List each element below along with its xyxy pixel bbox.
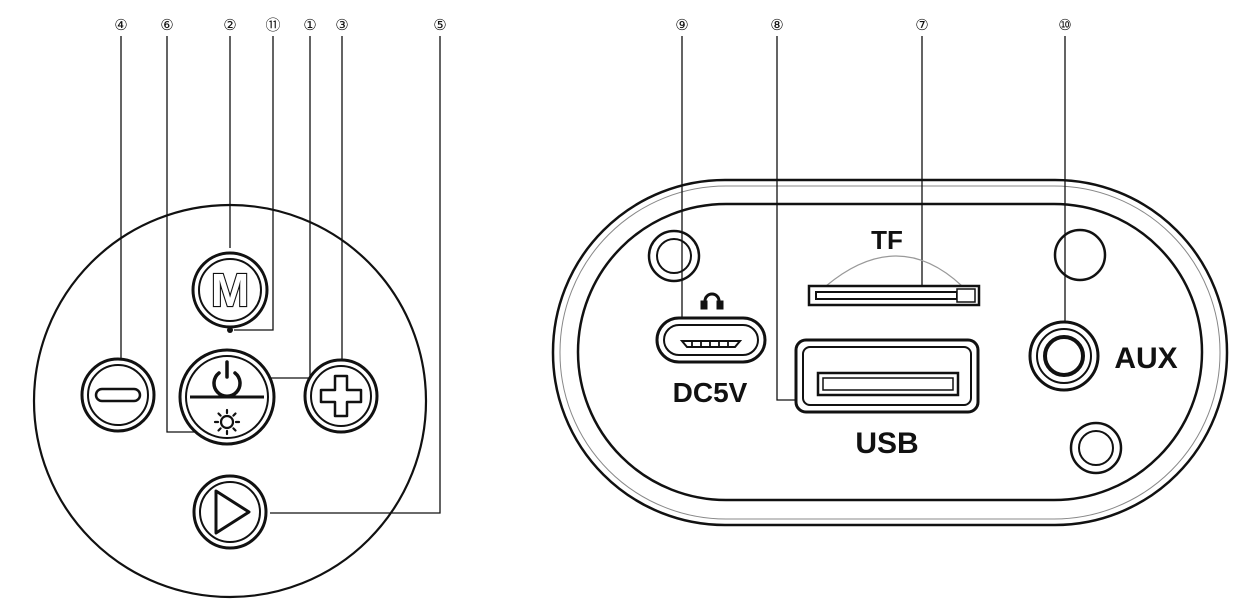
tf-card-slot[interactable] <box>807 255 981 307</box>
power-light-button[interactable] <box>178 348 276 446</box>
headphone-icon <box>700 292 724 310</box>
port-panel: ⑨ ⑧ ⑦ ⑩ TF <box>551 16 1229 527</box>
tf-label: TF <box>871 225 903 255</box>
plus-icon <box>319 374 363 418</box>
dc5v-label: DC5V <box>673 377 748 408</box>
volume-up-button[interactable] <box>303 358 379 434</box>
tf-card-arc <box>825 255 963 287</box>
panel-inner-outline <box>576 202 1204 502</box>
play-icon <box>214 489 251 535</box>
leader-11 <box>234 36 274 331</box>
callout-6: ⑥ <box>160 16 173 34</box>
minus-icon <box>94 387 142 403</box>
screw-hole-top-left <box>647 229 701 283</box>
play-button[interactable] <box>192 474 268 550</box>
control-panel: ④ ⑥ ② ⑪ ① ③ ⑤ M <box>32 16 447 599</box>
callout-11: ⑪ <box>265 16 280 34</box>
volume-down-button[interactable] <box>80 357 156 433</box>
power-icon <box>212 360 242 398</box>
callout-7: ⑦ <box>915 16 928 34</box>
aux-label: AUX <box>1114 342 1177 375</box>
callout-10: ⑩ <box>1058 16 1071 34</box>
callout-8: ⑧ <box>770 16 783 34</box>
mode-button[interactable]: M <box>191 251 269 329</box>
mode-button-label: M <box>211 264 249 316</box>
light-icon <box>213 408 241 436</box>
callout-3: ③ <box>335 16 348 34</box>
aux-jack[interactable] <box>1028 320 1100 392</box>
callout-4: ④ <box>114 16 127 34</box>
dc-micro-usb-port[interactable] <box>655 316 767 364</box>
panel-outer-outline <box>551 178 1229 527</box>
callout-1: ① <box>303 16 316 34</box>
callout-2: ② <box>223 16 236 34</box>
callout-9: ⑨ <box>675 16 688 34</box>
usb-port[interactable] <box>794 338 980 414</box>
indicator-led <box>227 327 233 333</box>
callout-5: ⑤ <box>433 16 446 34</box>
usb-label: USB <box>855 427 918 460</box>
leader-5 <box>270 36 441 514</box>
screw-hole-top-right <box>1053 228 1107 282</box>
screw-hole-bottom-right <box>1069 421 1123 475</box>
panel-outer-shadow <box>559 185 1221 520</box>
leader-lines <box>120 36 441 514</box>
